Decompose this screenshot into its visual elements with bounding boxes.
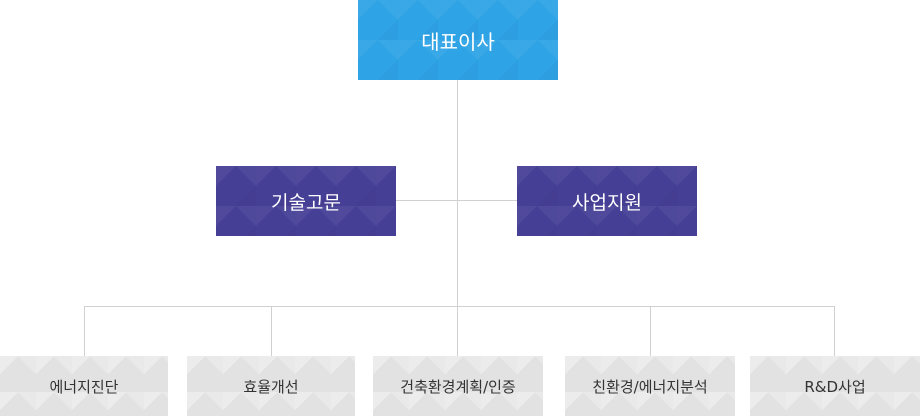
node-efficiency-improvement: 효율개선: [187, 356, 355, 416]
node-building-environment: 건축환경계획/인증: [373, 356, 543, 416]
node-building-environment-label: 건축환경계획/인증: [400, 377, 516, 396]
connector-trunk: [457, 80, 458, 306]
connector-drop-3: [457, 306, 458, 356]
node-ceo: 대표이사: [358, 0, 558, 80]
node-energy-diagnosis-label: 에너지진단: [49, 377, 119, 396]
connector-middle-horizontal: [396, 200, 517, 201]
connector-drop-5: [834, 306, 835, 356]
node-technical-advisor: 기술고문: [216, 166, 396, 236]
connector-bottom-horizontal: [84, 306, 835, 307]
node-business-support-label: 사업지원: [572, 191, 642, 214]
node-rnd-business-label: R&D사업: [804, 377, 866, 396]
node-efficiency-improvement-label: 효율개선: [243, 377, 299, 396]
node-business-support: 사업지원: [517, 166, 697, 236]
connector-drop-1: [84, 306, 85, 356]
connector-drop-4: [650, 306, 651, 356]
connector-drop-2: [271, 306, 272, 356]
node-eco-energy-analysis-label: 친환경/에너지분석: [592, 377, 708, 396]
node-technical-advisor-label: 기술고문: [271, 191, 341, 214]
node-energy-diagnosis: 에너지진단: [0, 356, 168, 416]
node-ceo-label: 대표이사: [421, 29, 495, 54]
node-eco-energy-analysis: 친환경/에너지분석: [565, 356, 735, 416]
node-rnd-business: R&D사업: [750, 356, 920, 416]
